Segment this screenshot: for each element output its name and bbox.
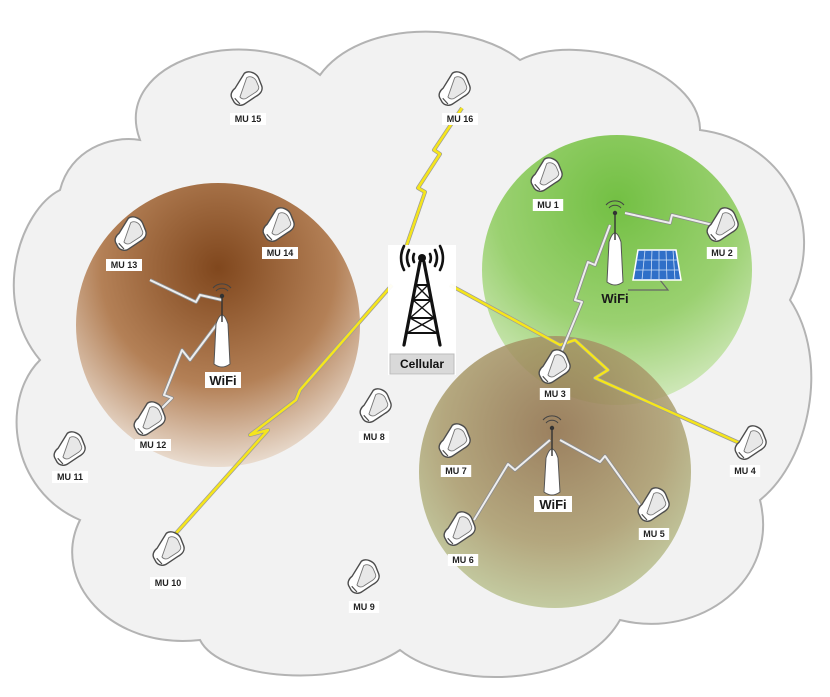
mu-label: MU 9 xyxy=(353,602,375,612)
mu-label-background xyxy=(106,259,142,271)
mobile-user-mu4: MU 4 xyxy=(729,423,769,477)
mu-label-background xyxy=(230,113,266,125)
mobile-user-mu11: MU 11 xyxy=(52,429,88,483)
mu-label-background xyxy=(52,471,88,483)
mu-label: MU 14 xyxy=(267,248,294,258)
mu-label-background xyxy=(440,465,472,477)
wifi-antenna-icon xyxy=(212,283,232,368)
mu-label: MU 2 xyxy=(711,248,733,258)
mu-label-background xyxy=(532,199,564,211)
mu-label-background xyxy=(348,601,380,613)
mu-label-background xyxy=(150,577,186,589)
mu-label: MU 16 xyxy=(447,114,474,124)
mobile-user-mu15: MU 15 xyxy=(229,69,266,125)
mu-label: MU 13 xyxy=(111,260,138,270)
mobile-user-mu7: MU 7 xyxy=(437,421,473,477)
mobile-user-mu13: MU 13 xyxy=(106,214,149,271)
mu-label-background xyxy=(638,528,670,540)
wifi-links xyxy=(149,211,714,521)
mu-label: MU 8 xyxy=(363,432,385,442)
mu-label: MU 4 xyxy=(734,466,756,476)
mobile-user-mu14: MU 14 xyxy=(261,205,298,259)
mu-label-background xyxy=(447,554,479,566)
mu-label: MU 7 xyxy=(445,466,467,476)
mu-label: MU 5 xyxy=(643,529,665,539)
mu-label: MU 11 xyxy=(57,472,83,482)
mobile-user-mu10: MU 10 xyxy=(150,529,187,589)
cellular-base-station: Cellular xyxy=(388,244,456,375)
mobile-user-mu16: MU 16 xyxy=(437,69,478,125)
wifi-access-point-brown: WiFi xyxy=(205,283,241,388)
mu-label-background xyxy=(442,113,478,125)
mobile-user-mu8: MU 8 xyxy=(358,386,394,443)
mu-label-background xyxy=(262,247,298,259)
mobile-user-mu6: MU 6 xyxy=(442,509,479,566)
cell-tower-icon xyxy=(399,244,445,347)
mobile-user-mu9: MU 9 xyxy=(346,557,382,613)
mu-label: MU 1 xyxy=(537,200,559,210)
mobile-user-mu3: MU 3 xyxy=(537,347,573,400)
mobile-user-mu12: MU 12 xyxy=(132,399,171,451)
cellular-label: Cellular xyxy=(400,357,444,371)
mu-label-background xyxy=(135,439,171,451)
mu-label-background xyxy=(729,465,761,477)
mobile-user-mu5: MU 5 xyxy=(636,485,672,540)
mu-label-background xyxy=(706,247,738,259)
wifi-antenna-icon xyxy=(605,200,625,286)
mobile-users: MU 1 MU 2 MU 3 MU 4 MU 5 MU 6 MU 7 MU 8 MU 9 MU 1… xyxy=(52,69,769,613)
solar-panel-icon xyxy=(628,249,682,291)
mu-label-background xyxy=(539,388,571,400)
mu-label: MU 10 xyxy=(155,578,182,588)
mu-label: MU 15 xyxy=(235,114,262,124)
mu-label: MU 6 xyxy=(452,555,474,565)
mobile-user-mu1: MU 1 xyxy=(529,155,565,211)
wifi-antenna-icon xyxy=(542,415,562,496)
wifi-label: WiFi xyxy=(539,497,566,512)
mu-label: MU 3 xyxy=(544,389,566,399)
mu-label: MU 12 xyxy=(140,440,167,450)
mu-label-background xyxy=(358,431,390,443)
mobile-user-mu2: MU 2 xyxy=(705,205,741,259)
wifi-label: WiFi xyxy=(601,291,628,306)
wifi-label: WiFi xyxy=(209,373,236,388)
cellular-links xyxy=(168,106,756,542)
wifi-access-point-olive: WiFi xyxy=(534,415,572,512)
wifi-access-point-green: WiFi xyxy=(601,200,629,306)
